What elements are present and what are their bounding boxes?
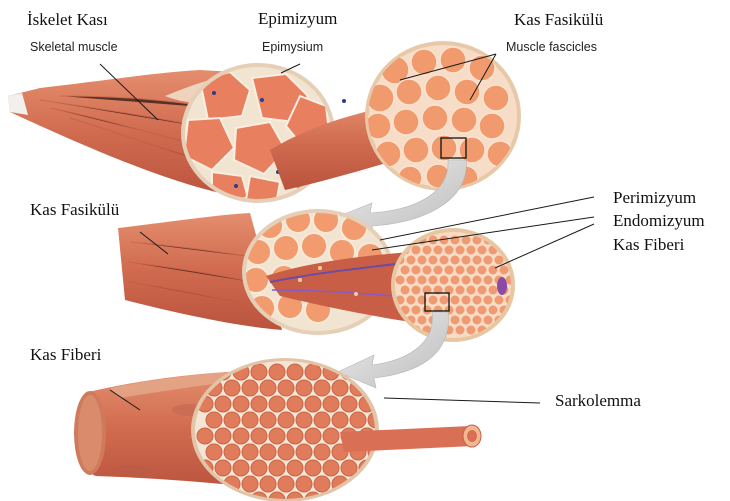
label-sarkolemma: Sarkolemma bbox=[555, 391, 641, 411]
label-perimizyum: Perimizyum bbox=[613, 188, 696, 208]
label-epimysium: Epimysium bbox=[262, 40, 323, 54]
label-kas-fiberi-right: Kas Fiberi bbox=[613, 235, 684, 255]
label-kas-fasikulu-mid: Kas Fasikülü bbox=[30, 200, 119, 220]
label-skeletal-muscle: Skeletal muscle bbox=[30, 40, 118, 54]
label-kas-fasikulu-top: Kas Fasikülü bbox=[514, 10, 603, 30]
muscle-fiber-illustration bbox=[74, 358, 481, 501]
label-muscle-fascicles: Muscle fascicles bbox=[506, 40, 597, 54]
fascicle-illustration bbox=[118, 207, 520, 342]
label-epimizyum: Epimizyum bbox=[258, 9, 337, 29]
label-iskelet-kasi: İskelet Kası bbox=[27, 10, 108, 30]
label-kas-fiberi-left: Kas Fiberi bbox=[30, 345, 101, 365]
label-endomizyum: Endomizyum bbox=[613, 211, 705, 231]
